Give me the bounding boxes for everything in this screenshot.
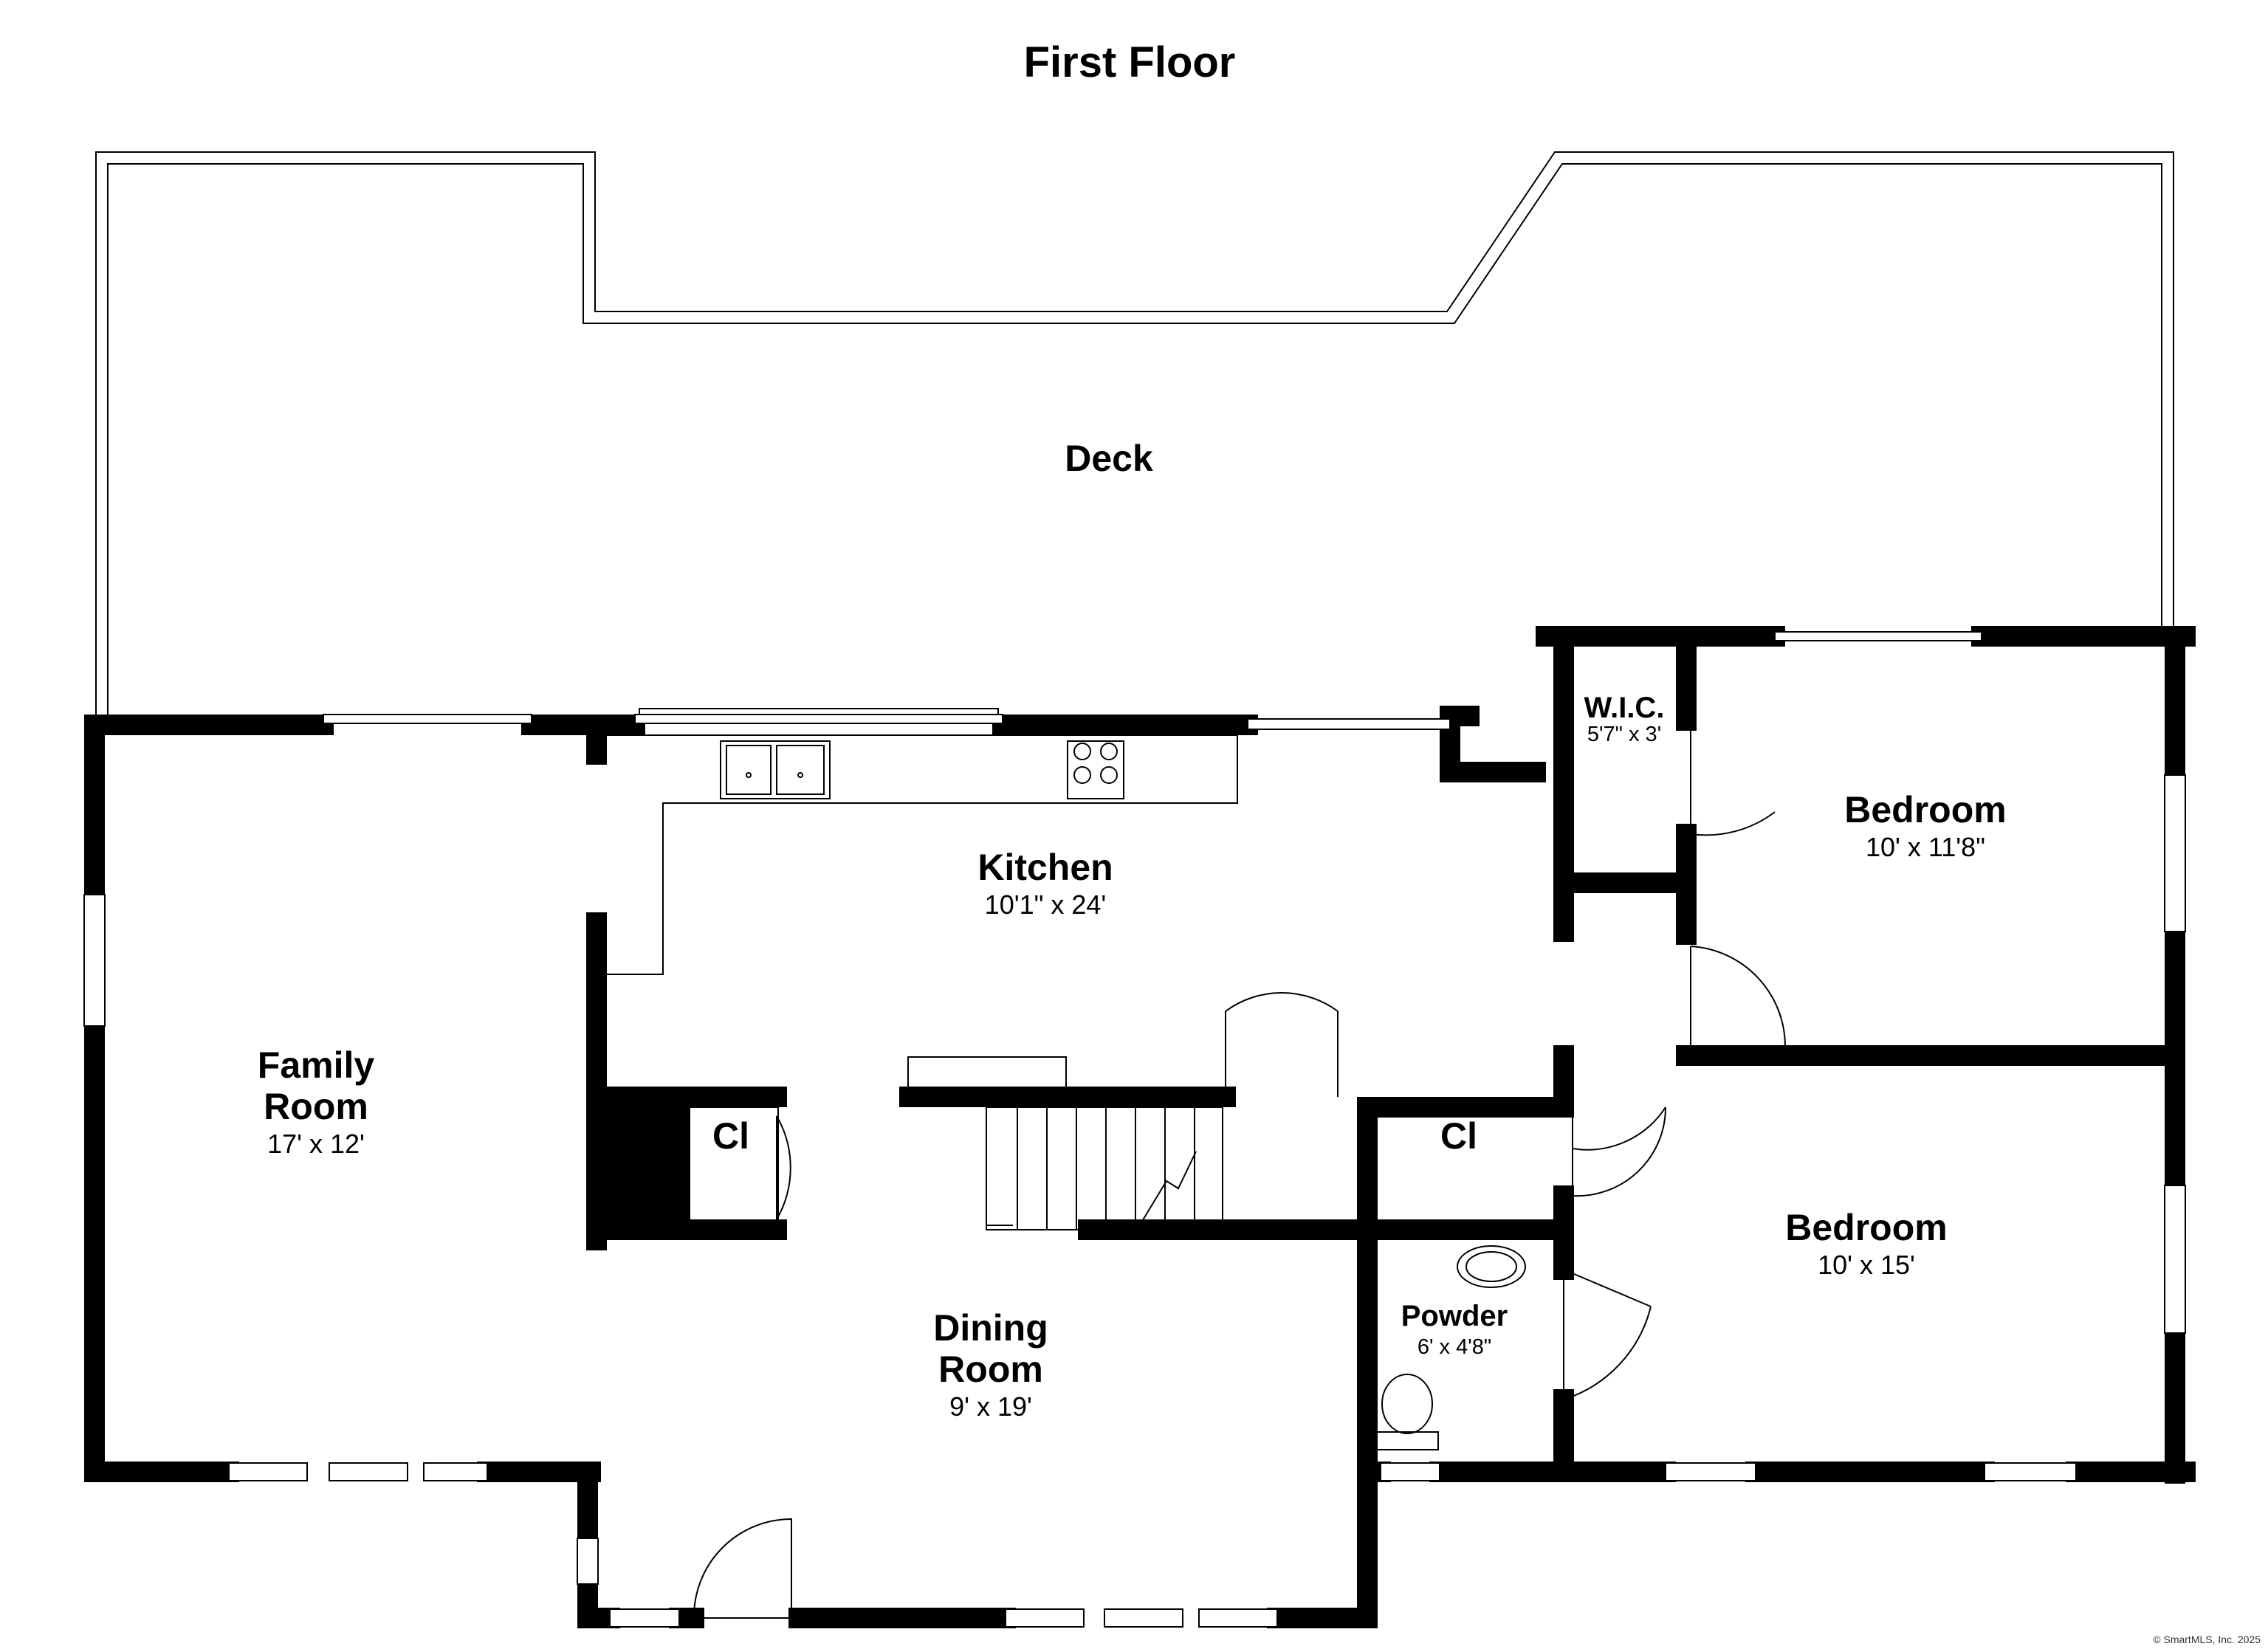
kitchen-counters xyxy=(599,734,1238,1098)
wic-label: W.I.C. xyxy=(1584,692,1665,724)
floor-title: First Floor xyxy=(1024,38,1236,86)
closet-left-label: Cl xyxy=(712,1115,749,1157)
copyright-text: © SmartMLS, Inc. 2025 xyxy=(2153,1633,2261,1645)
chimney-block xyxy=(597,1097,690,1240)
doors xyxy=(693,720,1787,1619)
dining-room-dims: 9' x 19' xyxy=(949,1391,1032,1422)
wic-dims: 5'7" x 3' xyxy=(1587,723,1661,746)
powder-dims: 6' x 4'8" xyxy=(1418,1335,1491,1359)
bedroom-2-label: Bedroom xyxy=(1785,1207,1947,1248)
walls xyxy=(84,626,2196,1628)
family-room-label-1: Family xyxy=(258,1044,375,1086)
bedroom-2-dims: 10' x 15' xyxy=(1818,1250,1915,1280)
dining-room-label-1: Dining xyxy=(933,1307,1048,1349)
closet-right-label: Cl xyxy=(1440,1115,1477,1157)
deck-outline xyxy=(95,151,2174,716)
stairs xyxy=(986,1106,1223,1230)
bedroom-1-dims: 10' x 11'8" xyxy=(1866,832,1985,862)
closet-inner-walls xyxy=(689,1106,779,1230)
windows xyxy=(83,631,2186,1628)
bedroom-1-label: Bedroom xyxy=(1844,789,2006,830)
powder-fixtures xyxy=(1374,1245,1526,1450)
kitchen-label: Kitchen xyxy=(977,847,1113,888)
family-room-dims: 17' x 12' xyxy=(267,1129,365,1159)
deck-label: Deck xyxy=(1065,438,1153,479)
family-room-label-2: Room xyxy=(264,1086,368,1127)
powder-label: Powder xyxy=(1401,1300,1508,1332)
kitchen-dims: 10'1" x 24' xyxy=(985,889,1107,920)
dining-room-label-2: Room xyxy=(938,1349,1043,1390)
